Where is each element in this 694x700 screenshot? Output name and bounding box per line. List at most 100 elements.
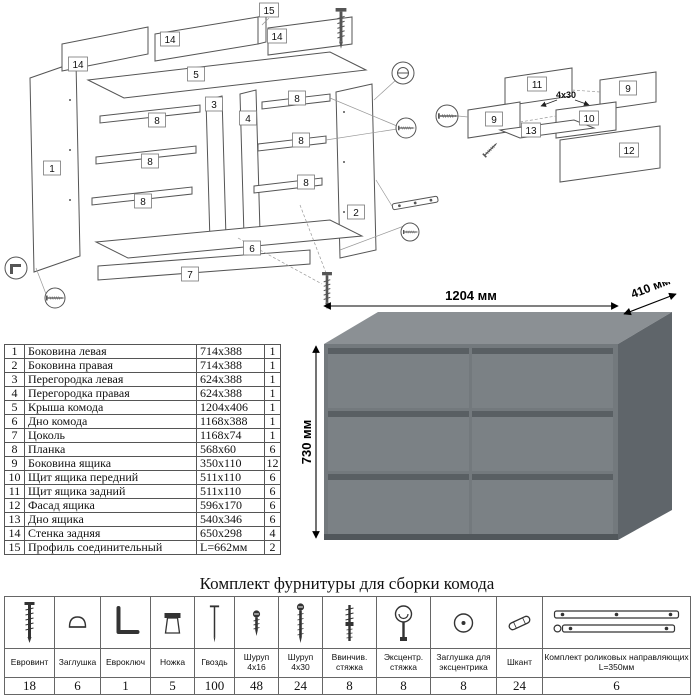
part-label-5: 5 [187, 66, 205, 82]
hardware-qty: 6 [54, 677, 101, 695]
part-number: 10 [4, 470, 25, 485]
part-label-1: 1 [43, 160, 61, 176]
svg-text:10: 10 [583, 114, 595, 125]
dresser-exploded-view [29, 14, 377, 281]
drawer-front [328, 348, 469, 408]
hardware-label: Ввинчив. стяжка [322, 648, 377, 678]
part-label-2: 2 [347, 204, 365, 220]
dimension-annotations: 730 мм 1204 мм 410 мм [300, 282, 677, 539]
roller-guides-icon [542, 596, 691, 649]
part-label-9: 9 [485, 111, 503, 127]
hardware-qty: 8 [430, 677, 497, 695]
dresser-base-shadow [324, 534, 618, 540]
part-size: 624x388 [196, 372, 265, 387]
svg-text:5: 5 [193, 70, 199, 81]
exploded-assembly-diagram: 1 2 3 4 5 6 7 8 8 8 8 8 8 14 14 14 15 11… [4, 2, 661, 311]
svg-text:8: 8 [154, 116, 160, 127]
dresser-side-face [618, 312, 672, 540]
part-size: 540x346 [196, 512, 265, 527]
confirmat-screw-icon [4, 596, 55, 649]
svg-text:14: 14 [164, 35, 176, 46]
part-label-8: 8 [292, 132, 310, 148]
svg-text:12: 12 [623, 146, 635, 157]
part-label-8: 8 [141, 153, 159, 169]
part-name: Щит ящика задний [24, 484, 197, 499]
top-panel [86, 51, 368, 99]
hardware-label: Евроключ [100, 648, 151, 678]
part-name: Дно комода [24, 414, 197, 429]
svg-text:9: 9 [625, 84, 631, 95]
svg-text:3: 3 [211, 100, 217, 111]
hardware-table: Евровинт Заглушка Евроключ Ножка Гвоздь … [4, 596, 691, 695]
part-qty: 1 [264, 386, 281, 401]
part-qty: 1 [264, 414, 281, 429]
hardware-qty: 8 [376, 677, 431, 695]
part-label-12: 12 [619, 142, 639, 158]
part-qty: 1 [264, 400, 281, 415]
hardware-label: Шкант [496, 648, 543, 678]
hardware-qty: 24 [496, 677, 543, 695]
part-name: Стенка задняя [24, 526, 197, 541]
part-label-6: 6 [243, 240, 261, 256]
part-name: Перегородка левая [24, 372, 197, 387]
hardware-qty: 1 [100, 677, 151, 695]
part-name: Профиль соединительный [24, 540, 197, 555]
screw-icon [481, 140, 500, 159]
back-panel-c [267, 16, 353, 56]
connecting-profile [257, 14, 267, 45]
hardware-label: Евровинт [4, 648, 55, 678]
svg-text:4: 4 [245, 114, 251, 125]
part-label-3: 3 [205, 96, 223, 112]
hardware-qty: 24 [278, 677, 323, 695]
height-dimension-label: 730 мм [300, 420, 314, 465]
part-size: 650x298 [196, 526, 265, 541]
part-number: 11 [4, 484, 25, 499]
svg-text:8: 8 [294, 94, 300, 105]
part-qty: 6 [264, 470, 281, 485]
part-size: 714x388 [196, 358, 265, 373]
plinth-panel [97, 249, 311, 281]
part-name: Перегородка правая [24, 386, 197, 401]
nail-icon [194, 596, 235, 649]
drawer-front [472, 348, 613, 408]
svg-text:6: 6 [249, 244, 255, 255]
part-size: 568x60 [196, 442, 265, 457]
part-size: 624x388 [196, 386, 265, 401]
part-number: 13 [4, 512, 25, 527]
svg-text:15: 15 [263, 6, 275, 17]
hardware-icons-row [4, 596, 691, 649]
hardware-label: Заглушка [54, 648, 101, 678]
hardware-qty-row: 18 6 1 5 100 48 24 8 8 8 24 6 [4, 677, 691, 695]
hardware-qty: 6 [542, 677, 691, 695]
part-qty: 12 [264, 456, 281, 471]
part-size: 1204x406 [196, 400, 265, 415]
corner-bracket-icon [10, 264, 21, 274]
part-label-8: 8 [134, 193, 152, 209]
svg-text:11: 11 [532, 80, 543, 91]
part-label-8: 8 [288, 90, 306, 106]
part-size: L=662мм [196, 540, 265, 555]
hardware-label: Эксцентр. стяжка [376, 648, 431, 678]
part-label-14: 14 [68, 56, 88, 72]
drawer-front [328, 474, 469, 534]
part-number: 14 [4, 526, 25, 541]
drawer-facade-panel [559, 125, 661, 183]
hardware-qty: 8 [322, 677, 377, 695]
part-label-11: 11 [527, 76, 547, 92]
part-label-8: 8 [148, 112, 166, 128]
part-label-4: 4 [239, 110, 257, 126]
part-name: Щит ящика передний [24, 470, 197, 485]
part-qty: 1 [264, 344, 281, 359]
part-name: Фасад ящика [24, 498, 197, 513]
hardware-label: Ножка [150, 648, 195, 678]
part-label-10: 10 [579, 110, 599, 126]
partition-left [205, 95, 227, 243]
